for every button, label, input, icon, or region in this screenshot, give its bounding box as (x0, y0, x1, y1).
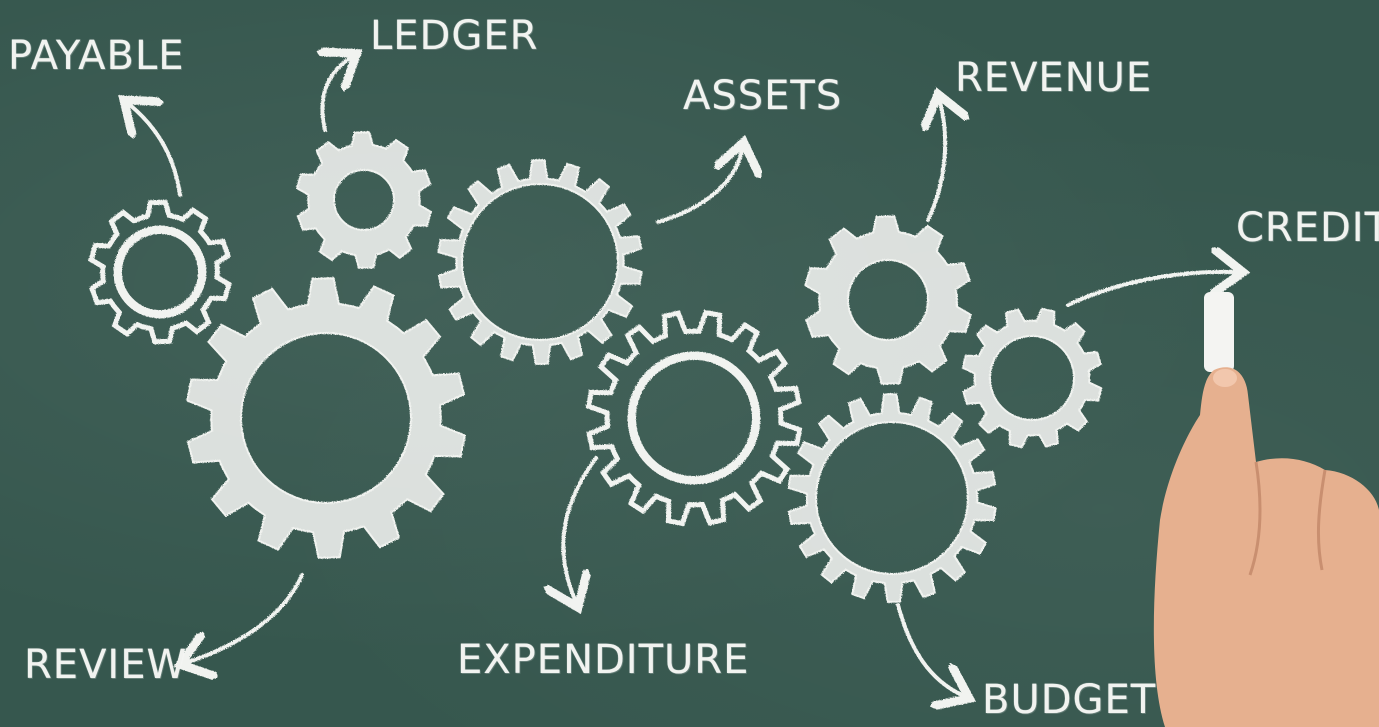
gear-credit (961, 307, 1103, 449)
arrow-to-revenue (928, 102, 945, 222)
arrow-to-budget (896, 603, 962, 695)
chalk-stick (1204, 292, 1234, 372)
arrow-to-ledger (322, 58, 350, 132)
arrow-to-review (188, 573, 304, 662)
hand-with-chalk (1153, 292, 1379, 727)
label-revenue: REVENUE (955, 55, 1153, 101)
gear-revenue (804, 215, 972, 385)
gear-assets (437, 159, 643, 365)
arrow-to-payable (130, 105, 182, 197)
gear-review (185, 277, 467, 559)
gear-payable (88, 199, 232, 345)
label-credit: CREDIT (1236, 205, 1379, 251)
arrow-to-credit (1066, 272, 1235, 307)
hand (1153, 367, 1379, 727)
arrow-to-assets (656, 150, 742, 224)
gear-expenditure (585, 309, 803, 527)
label-budget: BUDGET (982, 677, 1157, 723)
label-payable: PAYABLE (8, 33, 185, 79)
label-ledger: LEDGER (370, 13, 539, 59)
gear-budget (787, 393, 997, 603)
arrow-to-expenditure (563, 456, 598, 600)
label-review: REVIEW (24, 642, 188, 688)
gear-ledger (295, 131, 433, 269)
label-assets: ASSETS (683, 73, 843, 119)
label-expenditure: EXPENDITURE (457, 637, 750, 683)
